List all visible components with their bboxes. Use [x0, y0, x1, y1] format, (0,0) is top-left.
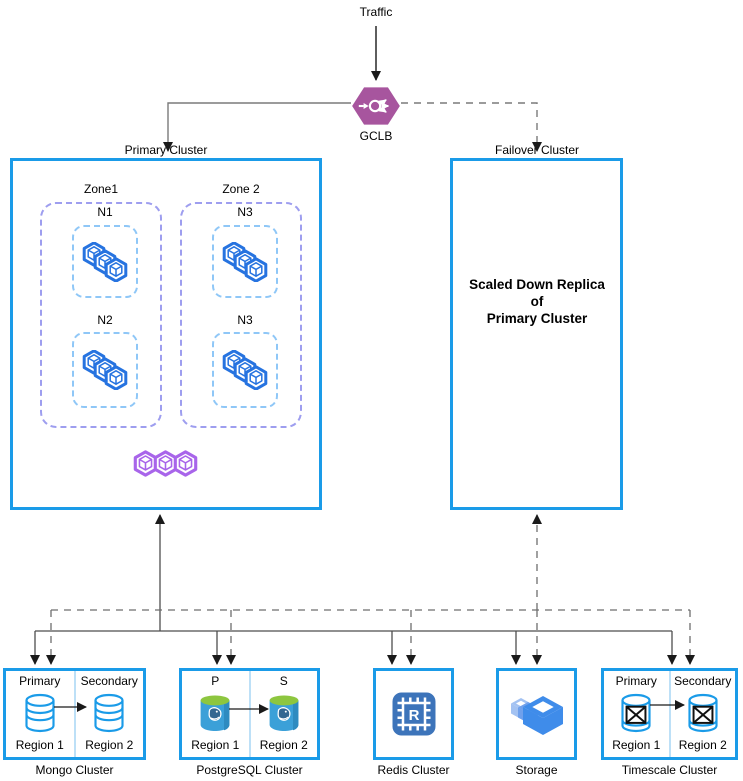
failover-cluster-box [450, 158, 623, 510]
node-n1-label: N1 [97, 205, 113, 219]
gclb-node [351, 85, 401, 127]
timescale-cluster-caption: Timescale Cluster [621, 763, 718, 777]
mongo-secondary-header: Secondary [80, 674, 138, 688]
timescale-primary-region: Region 1 [612, 738, 661, 752]
failover-db-links [46, 514, 695, 665]
node-n3a-box [212, 225, 278, 298]
kubernetes-pods-icon [82, 350, 128, 390]
timescale-cluster-box: Primary Region 1 Secondary Region 2 [601, 668, 738, 760]
mongo-cluster-box: Primary Region 1 Secondary Region 2 [3, 668, 146, 760]
postgresql-database-icon [200, 695, 230, 731]
mongo-secondary-region: Region 2 [85, 738, 134, 752]
mongo-cluster-caption: Mongo Cluster [35, 763, 114, 777]
zone2-label: Zone 2 [222, 182, 260, 196]
postgres-secondary-region: Region 2 [259, 738, 308, 752]
postgres-secondary-cell: S Region 2 [248, 671, 318, 757]
postgres-cluster-caption: PostgreSQL Cluster [196, 763, 303, 777]
load-balancer-icon [352, 87, 400, 125]
mongo-primary-header: Primary [19, 674, 61, 688]
node-n2-box [72, 332, 138, 408]
failover-text-line1: Scaled Down Replica [469, 277, 605, 292]
database-cylinder-icon [94, 693, 124, 733]
zone1-box [40, 202, 162, 428]
timescale-secondary-cell: Secondary Region 2 [668, 671, 736, 757]
replication-arrows [54, 700, 685, 714]
traffic-label: Traffic [359, 5, 393, 19]
timescale-database-icon [621, 693, 651, 733]
node-n3b-box [212, 332, 278, 408]
failover-cluster-title: Failover Cluster [494, 143, 580, 157]
postgres-primary-region: Region 1 [191, 738, 240, 752]
mongo-primary-region: Region 1 [15, 738, 64, 752]
node-n3b-label: N3 [237, 313, 253, 327]
storage-caption: Storage [515, 763, 558, 777]
postgresql-database-icon [269, 695, 299, 731]
redis-chip-icon: R [392, 692, 435, 736]
timescale-secondary-region: Region 2 [678, 738, 727, 752]
postgres-primary-header: P [211, 674, 220, 688]
primary-cluster-title: Primary Cluster [124, 143, 208, 157]
storage-box [496, 668, 577, 760]
primary-db-links [30, 514, 677, 665]
redis-cluster-caption: Redis Cluster [377, 763, 450, 777]
failover-cluster-text: Scaled Down Replica of Primary Cluster [455, 276, 619, 327]
gke-workloads-icon [133, 450, 198, 477]
postgres-primary-cell: P Region 1 [182, 671, 249, 757]
node-n1-box [72, 225, 138, 298]
kubernetes-pods-icon [82, 241, 128, 282]
svg-text:R: R [408, 707, 419, 724]
mongo-secondary-cell: Secondary Region 2 [73, 671, 144, 757]
node-n3a-label: N3 [237, 205, 253, 219]
zone1-label: Zone1 [83, 182, 119, 196]
failover-text-line3: Primary Cluster [486, 311, 588, 326]
redis-cluster-box: R [373, 668, 454, 760]
mongo-primary-cell: Primary Region 1 [6, 671, 74, 757]
timescale-database-icon [688, 693, 718, 733]
timescale-primary-cell: Primary Region 1 [604, 671, 669, 757]
kubernetes-pods-icon [222, 241, 268, 282]
postgres-secondary-header: S [279, 674, 288, 688]
zone2-box [180, 202, 302, 428]
timescale-secondary-header: Secondary [674, 674, 732, 688]
gclb-label: GCLB [359, 129, 393, 143]
timescale-primary-header: Primary [615, 674, 657, 688]
postgres-cluster-box: P Region 1 S Region 2 [179, 668, 320, 760]
kubernetes-pods-icon [222, 350, 268, 390]
node-n2-label: N2 [97, 313, 113, 327]
failover-text-line2: of [530, 294, 544, 309]
storage-boxes-icon [510, 696, 563, 735]
database-cylinder-icon [25, 693, 55, 733]
